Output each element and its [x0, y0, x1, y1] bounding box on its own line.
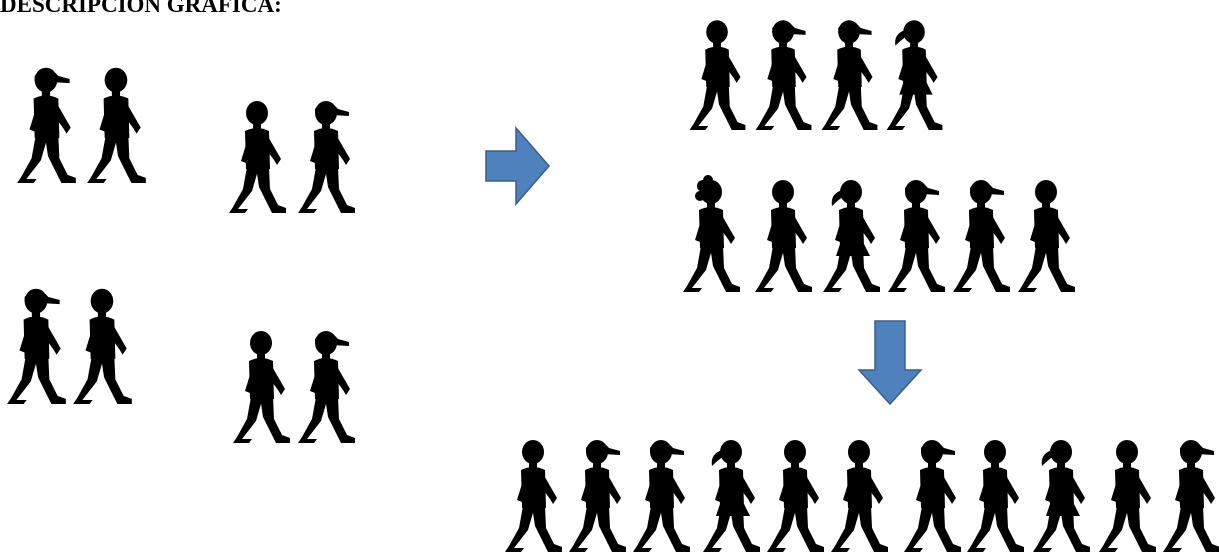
child-silhouette — [831, 440, 888, 552]
child-silhouette — [1033, 440, 1090, 552]
child-silhouette — [7, 289, 66, 404]
child-silhouette — [298, 101, 355, 213]
child-silhouette — [703, 440, 760, 552]
group-pair-bottom-left — [7, 289, 132, 404]
child-silhouette — [690, 20, 746, 130]
child-silhouette — [633, 440, 690, 552]
down-arrow-icon — [857, 320, 923, 406]
page-title: DESCRIPCIÓN GRÁFICA: — [0, 0, 282, 17]
child-silhouette — [17, 68, 76, 183]
child-silhouette — [683, 175, 740, 292]
child-silhouette — [505, 440, 562, 552]
child-silhouette — [767, 440, 824, 552]
child-silhouette — [888, 180, 945, 292]
child-silhouette — [887, 20, 943, 130]
child-silhouette — [233, 331, 290, 443]
child-silhouette — [904, 440, 961, 552]
child-silhouette — [87, 68, 146, 183]
child-silhouette — [967, 440, 1024, 552]
child-silhouette — [756, 20, 812, 130]
child-silhouette — [1163, 440, 1219, 552]
child-silhouette — [755, 180, 812, 292]
child-silhouette — [1018, 180, 1075, 292]
child-silhouette — [822, 20, 878, 130]
group-pair-bottom-right — [233, 331, 355, 443]
child-silhouette — [953, 180, 1010, 292]
right-arrow-icon — [485, 125, 550, 207]
child-silhouette — [73, 289, 132, 404]
group-row-of-eleven — [505, 440, 1219, 552]
child-silhouette — [1099, 440, 1156, 552]
child-silhouette — [298, 331, 355, 443]
group-row-of-four — [690, 20, 943, 130]
child-silhouette — [569, 440, 626, 552]
child-silhouette — [823, 180, 880, 292]
group-pair-top-right — [229, 101, 355, 213]
child-silhouette — [229, 101, 286, 213]
group-pair-top-left — [17, 68, 146, 183]
group-row-of-six — [683, 175, 1075, 292]
